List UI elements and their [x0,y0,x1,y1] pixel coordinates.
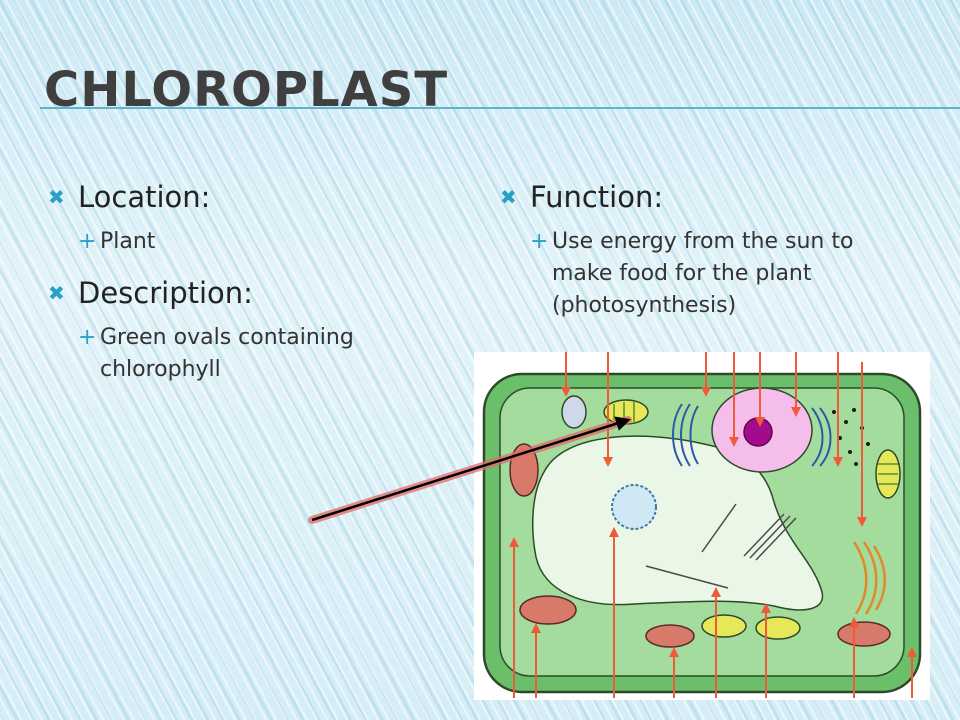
plant-cell-image [474,352,930,700]
bullet-function: ✖ Function: [500,180,940,214]
plus-bullet-icon: + [78,324,97,350]
bullet-location-item: + Plant [78,226,448,258]
pointer-arrow-icon [311,416,631,522]
bullet-function-item: + Use energy from the sun to make food f… [530,226,940,322]
cross-bullet-icon: ✖ [500,185,517,209]
plus-bullet-icon: + [78,229,97,254]
cross-bullet-icon: ✖ [48,185,65,209]
bullet-function-heading: Function: [530,180,664,214]
bullet-description-item-text: Green ovals containing chlorophyll [100,324,354,382]
right-column: ✖ Function: + Use energy from the sun to… [500,180,940,340]
title-underline [40,107,960,109]
label-arrows [509,352,917,698]
bullet-description: ✖ Description: [48,276,448,310]
centrosome [611,484,657,530]
slide-title: Chloroplast [44,62,449,118]
endoplasmic-reticulum [852,541,886,615]
bullet-description-item: + Green ovals containing chlorophyll [78,322,448,386]
plus-bullet-icon: + [530,229,549,254]
mitochondria [509,443,891,648]
bullet-location: ✖ Location: [48,180,448,214]
plant-cell-illustration [482,352,922,698]
central-vacuole [532,435,824,611]
cytoskeleton [645,503,797,589]
cross-bullet-icon: ✖ [48,280,65,305]
bullet-location-heading: Location: [78,180,211,214]
vacuole-small [561,395,587,429]
golgi-body [672,403,832,467]
bullet-description-heading: Description: [78,275,253,310]
bullet-location-item-text: Plant [100,229,156,254]
left-column: ✖ Location: + Plant ✖ Description: + Gre… [48,180,448,404]
bullet-function-item-text: Use energy from the sun to make food for… [552,229,854,318]
